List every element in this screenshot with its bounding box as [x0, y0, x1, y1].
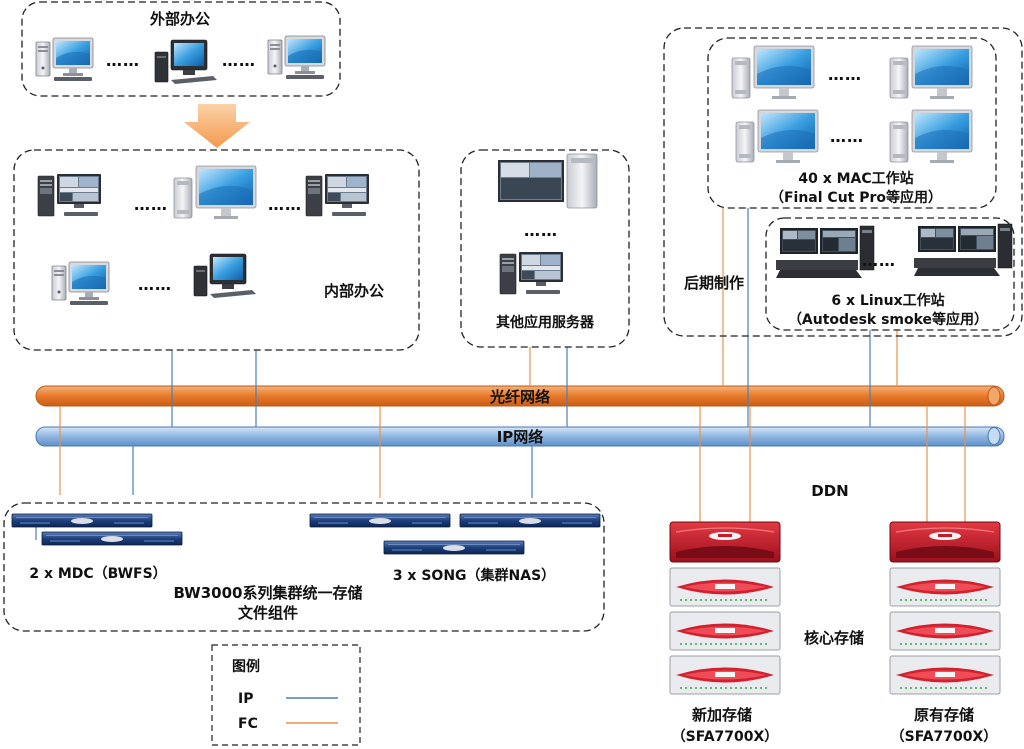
- internal-pc-1-icon: [51, 261, 110, 306]
- song-server-3-icon: [383, 540, 525, 555]
- internal-office-label: 内部办公: [324, 282, 384, 300]
- post-production-group: 后期制作 …… …… 40 x MAC工作站 （Final Cut Pro等应用…: [663, 27, 1023, 337]
- fiber-network-label: 光纤网络: [489, 388, 550, 406]
- mac-subtitle: （Final Cut Pro等应用）: [770, 189, 942, 206]
- external-pc-3-icon: [267, 35, 326, 80]
- server-workstation-1-icon: [498, 153, 598, 209]
- old-storage-name: 原有存储: [914, 706, 974, 724]
- internal-workstation-1-icon: [37, 173, 102, 217]
- dots: ……: [138, 275, 172, 294]
- linux-subtitle: （Autodesk smoke等应用）: [788, 311, 988, 328]
- song-server-2-icon: [459, 513, 601, 528]
- legend-ip-label: IP: [238, 691, 253, 707]
- mac-title: 40 x MAC工作站: [798, 170, 913, 187]
- mac-workstation-3-icon: [735, 109, 819, 164]
- core-storage-label: 核心存储: [804, 629, 864, 647]
- linux-workstation-1-icon: [775, 225, 875, 279]
- internal-office-group: …… …… …… 内部办公: [13, 149, 420, 351]
- old-storage-model: （SFA7700X）: [891, 729, 998, 745]
- ddn-storage-group: DDN 核心存储 新加存储 （SFA7700X） 原有存储 （SFA7700X）: [669, 482, 1001, 745]
- post-production-label: 后期制作: [684, 274, 744, 292]
- ip-network-bar: [35, 426, 1005, 447]
- down-arrow-icon: [184, 104, 250, 148]
- song-server-1-icon: [309, 513, 451, 528]
- new-storage-model: （SFA7700X）: [672, 729, 779, 745]
- mdc-server-2-icon: [41, 531, 183, 546]
- mac-workstation-4-icon: [889, 109, 973, 164]
- ddn-old-storage-icon: [889, 521, 1001, 695]
- fc-connection-lines: [59, 208, 966, 522]
- legend: 图例 IP FC: [211, 644, 361, 746]
- ddn-label: DDN: [811, 482, 848, 500]
- storage-cluster-title-1: BW3000系列集群统一存储: [174, 584, 363, 602]
- dots: ……: [268, 195, 302, 214]
- mac-workstation-1-icon: [731, 45, 815, 100]
- storage-cluster-group: 2 x MDC（BWFS） 3 x SONG（集群NAS） BW3000系列集群…: [3, 502, 605, 632]
- mac-workstation-2-icon: [889, 45, 973, 100]
- internal-pc-2-icon: [193, 253, 257, 299]
- other-servers-group: …… 其他应用服务器: [460, 149, 630, 348]
- mdc-server-1-icon: [11, 513, 153, 528]
- fiber-network-bar: [35, 385, 1005, 407]
- dots: ……: [828, 65, 862, 84]
- internal-workstation-2-icon: [305, 173, 370, 217]
- dots: ……: [134, 195, 168, 214]
- dots: ……: [862, 251, 896, 270]
- external-office-group: 外部办公 …… ……: [21, 1, 341, 97]
- other-servers-label: 其他应用服务器: [496, 314, 595, 331]
- external-pc-2-icon: [154, 39, 218, 85]
- ddn-new-storage-icon: [669, 521, 781, 695]
- ip-connection-lines: [35, 208, 871, 540]
- dots: ……: [830, 127, 864, 146]
- server-workstation-2-icon: [499, 251, 564, 295]
- dots: ……: [222, 51, 256, 70]
- dots: ……: [524, 221, 558, 240]
- external-pc-1-icon: [35, 37, 94, 82]
- mdc-label: 2 x MDC（BWFS）: [29, 566, 166, 582]
- song-label: 3 x SONG（集群NAS）: [393, 567, 555, 584]
- external-office-label: 外部办公: [149, 10, 210, 28]
- legend-title: 图例: [232, 658, 260, 675]
- storage-cluster-title-2: 文件组件: [238, 604, 298, 622]
- new-storage-name: 新加存储: [692, 706, 752, 724]
- legend-fc-label: FC: [238, 716, 258, 732]
- linux-workstation-2-icon: [913, 223, 1013, 277]
- internal-mac-icon: [173, 165, 257, 220]
- dots: ……: [106, 51, 140, 70]
- linux-title: 6 x Linux工作站: [831, 292, 944, 309]
- ip-network-label: IP网络: [497, 428, 544, 446]
